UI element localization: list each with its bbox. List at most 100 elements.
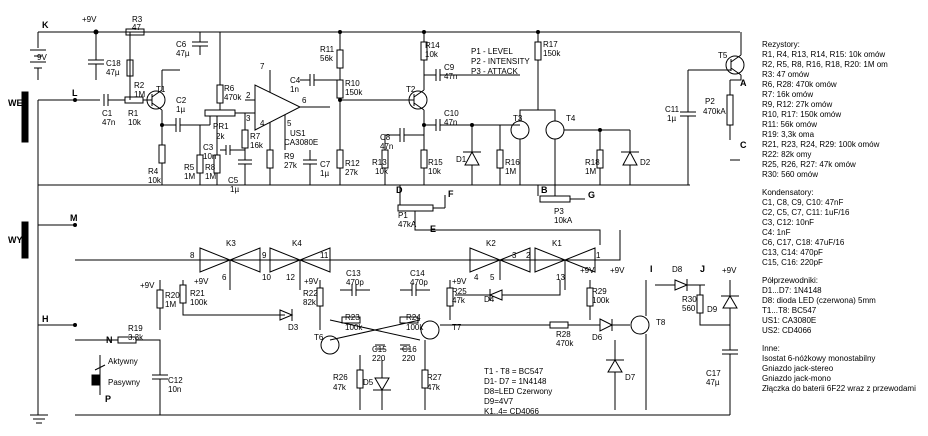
legend-item: C13, C14: 470pF (762, 248, 823, 257)
r11-value: 56k (320, 54, 334, 63)
pr1-value: 2k (216, 132, 225, 141)
legend-item: C1, C8, C9, C10: 47nF (762, 198, 844, 207)
supply-label: +9V (722, 266, 737, 275)
c12-value: 10n (168, 385, 181, 394)
note-item: T1 - T8 = BC547 (484, 367, 544, 376)
ground-symbol (30, 414, 48, 424)
c2-value: 1µ (176, 105, 185, 114)
c15-label: C15 (372, 345, 387, 354)
c11-label: C11 (665, 105, 680, 114)
c3-value: 10n (203, 152, 216, 161)
node-g: G (588, 190, 595, 200)
k2-pin: 4 (474, 273, 479, 282)
node-f: F (448, 189, 454, 199)
d7-diode (606, 359, 624, 373)
legend-item: C4: 1nF (762, 228, 791, 237)
k1-pin: 1 (596, 251, 601, 260)
r14-value: 10k (425, 50, 439, 59)
node-c: C (740, 140, 747, 150)
c10-value: 47n (444, 118, 457, 127)
r15-label: R15 (428, 158, 443, 167)
t5-label: T5 (718, 51, 728, 60)
node-a: A (740, 78, 747, 88)
r23-value: 100k (345, 323, 363, 332)
c5-label: C5 (228, 176, 239, 185)
c6-label: C6 (176, 40, 187, 49)
pot-item: P1 - LEVEL (471, 47, 513, 56)
supply-label: +9V (580, 266, 595, 275)
p1-value: 47kA (398, 220, 417, 229)
battery-symbol (30, 49, 46, 69)
k3-switch (199, 247, 261, 273)
semis-title: Półprzewodniki: (762, 276, 819, 285)
parts-legend: Rezystory: R1, R4, R13, R14, R15: 10k om… (762, 40, 928, 394)
r18-label: R18 (585, 158, 600, 167)
r18-value: 1M (585, 167, 596, 176)
us1-value: CA3080E (284, 138, 318, 147)
c18-value: 47µ (106, 68, 120, 77)
note-item: D8=LED Czerwony (484, 387, 553, 396)
note-item: K1..4= CD4066 (484, 407, 539, 416)
legend-item: R11: 56k omów (762, 120, 817, 129)
r8-label: R8 (205, 163, 216, 172)
c2-label: C2 (176, 96, 187, 105)
node-l: L (72, 88, 78, 98)
k1-pin: 13 (556, 273, 565, 282)
c12-label: C12 (168, 376, 183, 385)
r13-label: R13 (372, 158, 387, 167)
node-we: WE (8, 98, 23, 108)
legend-item: R7: 16k omów (762, 90, 814, 99)
k4-label: K4 (292, 239, 302, 248)
c10-label: C10 (444, 109, 459, 118)
k2-pin: 3 (512, 251, 517, 260)
supply-label: +9V (304, 277, 319, 286)
k3-pin: 8 (190, 251, 195, 260)
r3-body (125, 28, 145, 36)
r25-label: R25 (452, 287, 467, 296)
r21-label: R21 (190, 289, 205, 298)
legend-item: D1...D7: 1N4148 (762, 286, 822, 295)
r11-label: R11 (320, 45, 335, 54)
node-wy: WY (8, 235, 23, 245)
us1-pin: 4 (260, 119, 265, 128)
c1-value: 47n (102, 118, 115, 127)
c14-value: 470p (410, 278, 428, 287)
r9-value: 27k (284, 161, 298, 170)
us1-label: US1 (290, 129, 306, 138)
r3-value: 47 (132, 23, 141, 32)
r3-label: R3 (132, 15, 143, 24)
semiconductor-notes: T1 - T8 = BC547 D1- D7 = 1N4148 D8=LED C… (484, 367, 552, 417)
us1-pin: 2 (246, 91, 251, 100)
r17-value: 150k (543, 49, 561, 58)
r19-label: R19 (128, 324, 143, 333)
node-n: N (106, 335, 113, 345)
t5-transistor (725, 55, 745, 75)
t3-label: T3 (513, 114, 523, 123)
us1-pin: 3 (246, 114, 251, 123)
r27-label: R27 (427, 373, 442, 382)
r4-value: 10k (148, 176, 162, 185)
t8-label: T8 (656, 318, 666, 327)
d6-diode (599, 318, 614, 332)
legend-item: Isostat 6-nóżkowy monostabilny (762, 354, 876, 363)
legend-item: R21, R23, R24, R29: 100k omów (762, 140, 880, 149)
r27-value: 47k (427, 383, 441, 392)
r30-value: 560 (682, 304, 696, 313)
d6-label: D6 (592, 333, 603, 342)
d7-label: D7 (625, 373, 636, 382)
k3-pin: 6 (222, 273, 227, 282)
supply-label: +9V (140, 281, 155, 290)
other-title: Inne: (762, 344, 780, 353)
r9-label: R9 (284, 152, 295, 161)
legend-item: R3: 47 omów (762, 70, 810, 79)
legend-item: R10, R17: 150k omów (762, 110, 842, 119)
legend-item: C3, C12: 10nF (762, 218, 815, 227)
legend-item: Złączka do baterii 6F22 wraz z przewodam… (762, 384, 916, 393)
c8-label: C8 (380, 133, 391, 142)
pr1-body (204, 109, 236, 117)
d2-label: D2 (640, 158, 651, 167)
r19-value: 3.3k (128, 333, 144, 342)
d4-label: D4 (484, 295, 495, 304)
legend-item: D8: dioda LED (czerwona) 5mm (762, 296, 876, 305)
r16-value: 1M (505, 167, 516, 176)
